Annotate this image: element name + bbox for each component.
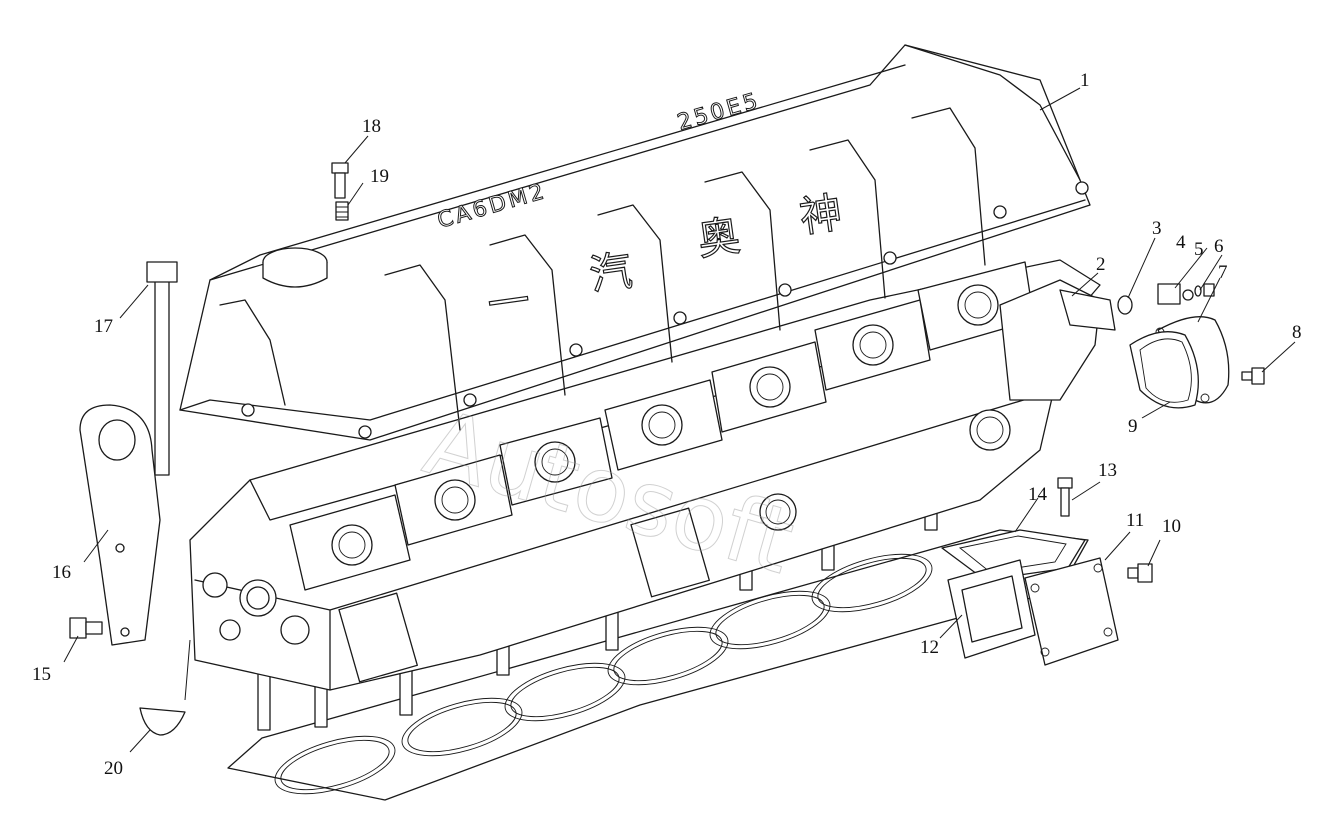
cam-towers bbox=[289, 261, 1035, 591]
cover-bolts bbox=[241, 181, 1089, 439]
cover-character-4: 神 bbox=[797, 188, 845, 242]
cover-ribs bbox=[219, 107, 986, 431]
oil-filler-cap bbox=[262, 247, 328, 288]
callout-7: 7 bbox=[1218, 262, 1228, 283]
leader-lines bbox=[63, 87, 1296, 753]
callout-16: 16 bbox=[52, 562, 71, 583]
part-3-o-ring bbox=[1117, 295, 1133, 315]
callout-6: 6 bbox=[1214, 236, 1224, 257]
callout-5: 5 bbox=[1194, 239, 1204, 260]
part-11-cover-plate bbox=[1024, 557, 1119, 666]
callout-18: 18 bbox=[362, 116, 381, 137]
part-5-washer bbox=[1194, 285, 1202, 297]
head-gasket bbox=[227, 529, 1089, 801]
callout-20: 20 bbox=[104, 758, 123, 779]
callout-2: 2 bbox=[1096, 254, 1106, 275]
callout-11: 11 bbox=[1126, 510, 1144, 531]
part-15-bolt bbox=[69, 617, 103, 639]
cover-character-3: 奥 bbox=[695, 211, 743, 265]
callout-10: 10 bbox=[1162, 516, 1181, 537]
callout-1: 1 bbox=[1080, 70, 1090, 91]
part-18-cover-bolt bbox=[331, 162, 349, 199]
part-13-bolt bbox=[1057, 477, 1073, 517]
cover-character-2: 汽 bbox=[587, 246, 635, 300]
callout-17: 17 bbox=[94, 316, 113, 337]
part-19-seal bbox=[335, 201, 349, 221]
callout-15: 15 bbox=[32, 664, 51, 685]
part-8-screw bbox=[1241, 367, 1265, 385]
part-9-gasket bbox=[1129, 331, 1199, 409]
callout-19: 19 bbox=[370, 166, 389, 187]
callout-14: 14 bbox=[1028, 484, 1048, 505]
callout-4: 4 bbox=[1176, 232, 1186, 253]
callout-numbers: 1 2 3 4 5 6 7 8 9 10 11 12 13 14 15 16 1… bbox=[32, 70, 1302, 779]
part-12-gasket bbox=[947, 559, 1036, 659]
callout-13: 13 bbox=[1098, 460, 1117, 481]
callout-3: 3 bbox=[1152, 218, 1162, 239]
part-10-bolt bbox=[1127, 563, 1153, 583]
valve-cover: 一 汽 奥 神 CA6DM2 250E5 bbox=[179, 44, 1091, 441]
cylinder-head bbox=[189, 259, 1116, 691]
part-17-head-bolt bbox=[146, 261, 178, 476]
part-16-lifting-bracket bbox=[79, 404, 161, 646]
callout-12: 12 bbox=[920, 637, 939, 658]
callout-8: 8 bbox=[1292, 322, 1302, 343]
cover-character-1: 一 bbox=[485, 276, 533, 330]
callout-9: 9 bbox=[1128, 416, 1138, 437]
part-20-half-moon-plug bbox=[139, 707, 186, 736]
part-6-screw bbox=[1203, 283, 1215, 297]
part-4-sensor bbox=[1157, 283, 1194, 305]
